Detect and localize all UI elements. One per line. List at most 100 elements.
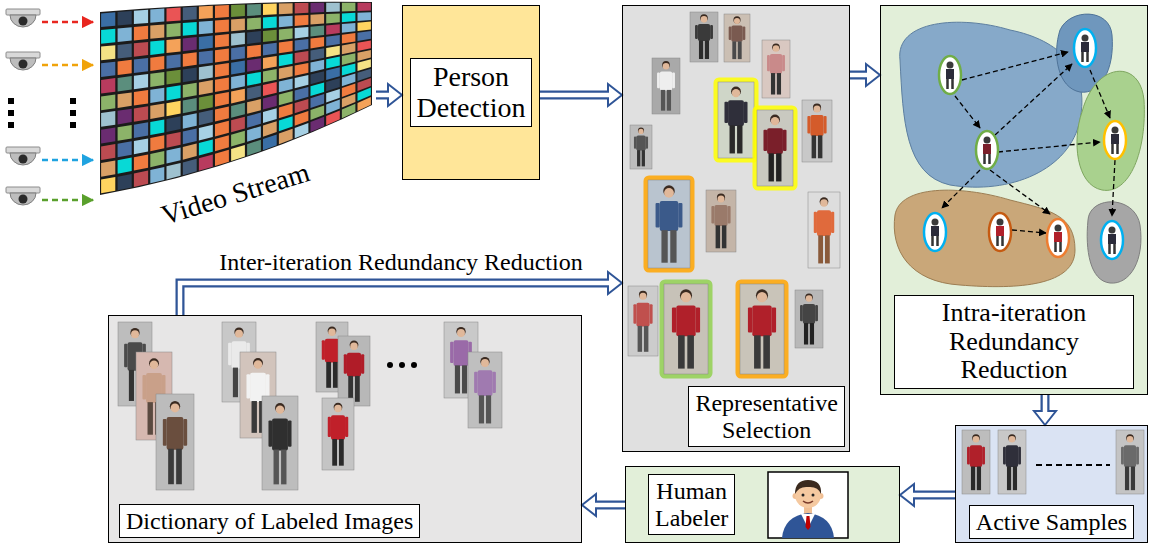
panel-fill bbox=[622, 5, 850, 452]
video-tile bbox=[215, 150, 229, 166]
camera-array bbox=[6, 9, 93, 205]
stage-label: Human Labeler bbox=[648, 474, 735, 535]
person-thumbnail-part bbox=[142, 375, 146, 400]
video-tile bbox=[247, 4, 261, 16]
person-thumbnail-part bbox=[1124, 445, 1136, 467]
person-oval-part bbox=[984, 137, 991, 144]
video-tile bbox=[215, 135, 229, 151]
person-thumbnail-part bbox=[355, 376, 360, 402]
video-tile bbox=[150, 9, 164, 23]
video-tile bbox=[358, 97, 371, 111]
video-tile bbox=[326, 3, 340, 12]
person-oval bbox=[1101, 221, 1123, 259]
labeler-icon bbox=[768, 472, 848, 538]
flow-arrow bbox=[376, 84, 402, 106]
video-tile bbox=[215, 5, 229, 18]
flow-arrow bbox=[180, 272, 622, 315]
video-tile bbox=[263, 69, 277, 83]
person-thumbnail-part bbox=[714, 205, 727, 226]
person-thumbnail-part bbox=[325, 339, 339, 363]
person-thumbnail-part bbox=[322, 340, 325, 360]
video-tile bbox=[231, 61, 245, 75]
person-thumbnail-part bbox=[732, 41, 736, 59]
video-tile bbox=[358, 12, 371, 21]
video-tile bbox=[101, 29, 115, 44]
video-tile bbox=[263, 95, 277, 110]
video-tile bbox=[150, 40, 164, 55]
selected-thumbnail-part bbox=[664, 188, 674, 198]
selected-thumbnail-part bbox=[776, 153, 781, 181]
person-thumbnail-part bbox=[252, 401, 257, 433]
selected-thumbnail-part bbox=[661, 230, 667, 263]
selected-thumbnail-part bbox=[681, 292, 691, 302]
person-thumbnail-part bbox=[486, 395, 491, 423]
arrow-inner bbox=[376, 93, 391, 98]
video-tile bbox=[215, 77, 229, 92]
camera-part bbox=[10, 153, 36, 165]
person-oval-part bbox=[924, 213, 946, 251]
person-oval-part bbox=[948, 79, 953, 89]
person-thumbnail-part bbox=[1121, 447, 1124, 465]
person-oval-part bbox=[931, 226, 939, 236]
person-thumbnail-part bbox=[698, 24, 710, 41]
person-thumbnail-part bbox=[1018, 447, 1021, 465]
person-thumbnail-part bbox=[817, 210, 831, 236]
video-tile bbox=[215, 34, 229, 48]
video-tile bbox=[118, 60, 132, 75]
person-thumbnail-part bbox=[233, 368, 238, 398]
person-thumbnail-part bbox=[171, 403, 180, 412]
arrow-inner bbox=[1043, 395, 1048, 414]
person-thumbnail bbox=[706, 190, 736, 252]
selected-thumbnail-part bbox=[672, 307, 676, 332]
person-thumbnail-part bbox=[630, 125, 652, 169]
edge-label-holder: Inter-iteration Redundancy Reduction bbox=[215, 249, 586, 275]
ellipsis-dots-part bbox=[8, 98, 14, 104]
person-oval-part bbox=[998, 236, 1003, 246]
person-thumbnail-part bbox=[777, 73, 781, 94]
video-tile bbox=[183, 68, 197, 83]
camera-part bbox=[6, 9, 40, 15]
person-thumbnail-part bbox=[705, 41, 709, 60]
person-thumbnail-part bbox=[456, 327, 465, 336]
person-thumbnail-part bbox=[334, 405, 341, 412]
video-tile bbox=[167, 8, 181, 22]
panel-fills bbox=[108, 5, 1148, 543]
ellipsis-dashes bbox=[1036, 464, 1110, 466]
video-tile bbox=[231, 131, 245, 147]
video-tile bbox=[101, 62, 115, 77]
video-tile bbox=[247, 126, 261, 142]
video-tile bbox=[101, 78, 115, 94]
person-thumbnail-part bbox=[262, 396, 298, 490]
person-thumbnail-part bbox=[717, 194, 725, 202]
person-thumbnail-part bbox=[266, 374, 270, 398]
video-tile bbox=[326, 110, 340, 125]
video-tile bbox=[101, 177, 115, 193]
labeler-icon-part bbox=[782, 513, 834, 538]
person-thumbnail-part bbox=[156, 394, 194, 490]
selected-thumbnail-part bbox=[769, 153, 774, 181]
video-tile bbox=[311, 60, 325, 73]
video-tile bbox=[263, 108, 277, 123]
person-thumbnail-part bbox=[1136, 447, 1139, 465]
person-thumbnail-part bbox=[450, 342, 453, 363]
camera bbox=[6, 52, 40, 70]
person-thumbnail-part bbox=[646, 136, 648, 148]
video-tile bbox=[199, 80, 213, 95]
person-thumbnail bbox=[156, 394, 194, 490]
person-thumbnail-part bbox=[638, 326, 643, 352]
similarity-arrows-part bbox=[962, 52, 1068, 80]
person-thumbnail-part bbox=[818, 135, 823, 158]
video-tile bbox=[150, 88, 164, 103]
person-thumbnail-part bbox=[973, 436, 980, 443]
person-thumbnail-part bbox=[734, 18, 740, 24]
selection-panel: Representative Selection bbox=[622, 5, 850, 452]
video-tile bbox=[183, 83, 197, 98]
person-thumbnail-part bbox=[167, 417, 184, 450]
person-thumbnail bbox=[262, 396, 298, 490]
video-tile bbox=[263, 4, 277, 16]
person-oval-part bbox=[983, 144, 991, 154]
video-tile bbox=[247, 140, 261, 156]
person-thumbnail-part bbox=[480, 357, 489, 366]
